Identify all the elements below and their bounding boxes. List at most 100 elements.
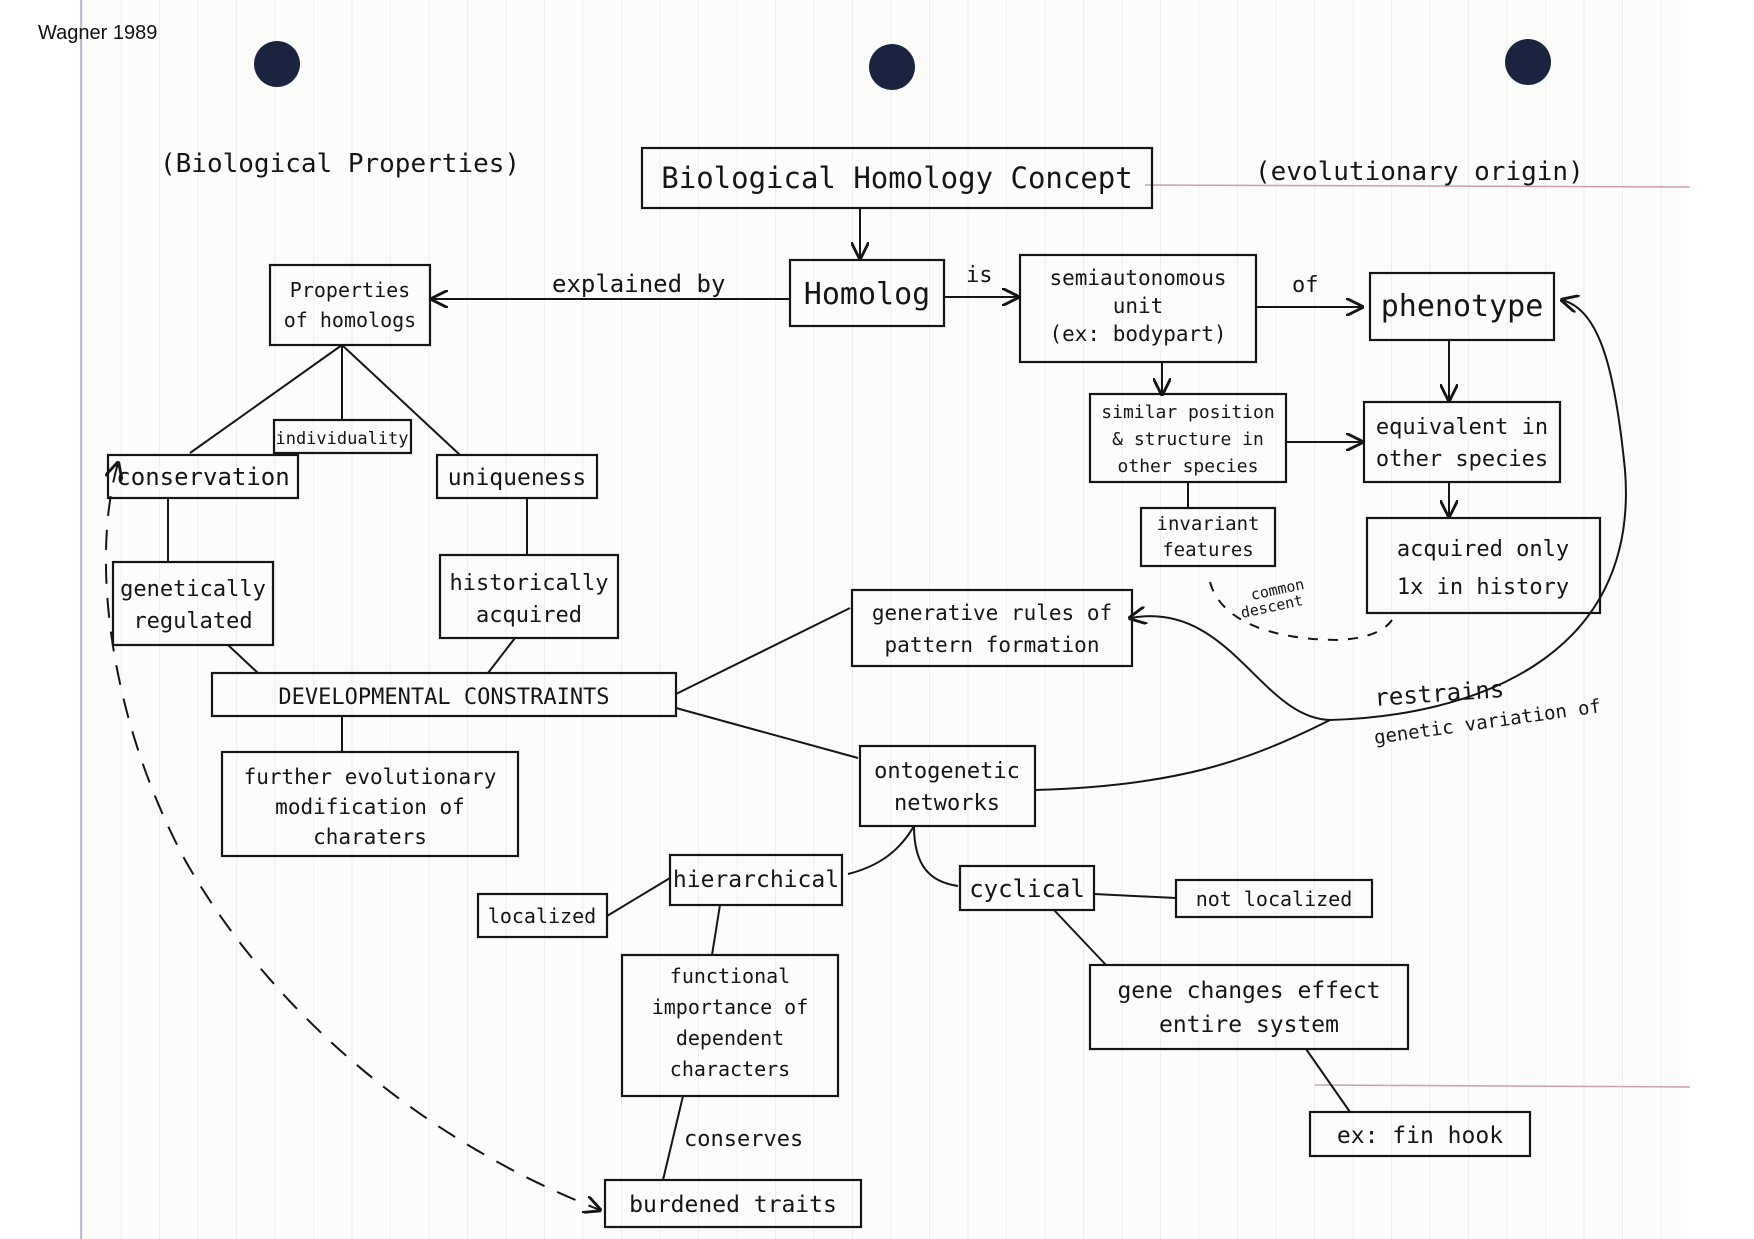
binder-hole-right xyxy=(1505,39,1551,85)
node-burdened-traits: burdened traits xyxy=(603,1178,863,1229)
svg-text:unit: unit xyxy=(1113,294,1164,318)
svg-text:hierarchical: hierarchical xyxy=(673,867,839,893)
edge-onto-restrains xyxy=(1034,719,1331,791)
svg-text:functional: functional xyxy=(670,964,790,988)
svg-text:generative rules of: generative rules of xyxy=(872,601,1112,625)
svg-text:Homolog: Homolog xyxy=(804,277,930,312)
node-gene-changes-effect: gene changes effect entire system xyxy=(1088,963,1410,1051)
node-conservation: conservation xyxy=(106,453,300,500)
svg-text:dependent: dependent xyxy=(676,1026,784,1050)
svg-text:1x in history: 1x in history xyxy=(1397,575,1569,600)
label-of: of xyxy=(1292,273,1319,298)
svg-text:phenotype: phenotype xyxy=(1381,289,1544,324)
node-equivalent-other-species: equivalent in other species xyxy=(1362,400,1562,484)
edge-genetic-dev xyxy=(227,644,259,674)
edge-dev-onto xyxy=(675,707,859,759)
edge-restrains-phenotype xyxy=(1329,300,1627,721)
node-cyclical: cyclical xyxy=(958,864,1096,912)
edge-properties-conservation xyxy=(189,344,343,454)
edge-restrains-generative xyxy=(1130,616,1331,721)
edge-conservation-burdened-dashed xyxy=(106,463,600,1210)
edge-dev-generative xyxy=(675,607,851,695)
edge-onto-hierarchical xyxy=(847,825,915,875)
label-is: is xyxy=(966,263,993,288)
svg-text:characters: characters xyxy=(670,1057,790,1081)
svg-text:similar position: similar position xyxy=(1101,402,1274,423)
svg-text:pattern formation: pattern formation xyxy=(885,633,1100,657)
edge-historic-dev xyxy=(487,637,516,674)
node-acquired-only-once: acquired only 1x in history xyxy=(1365,516,1602,615)
svg-text:other species: other species xyxy=(1376,447,1548,472)
label-restrains: restrains xyxy=(1373,675,1505,712)
edge-hierarchical-localized xyxy=(606,877,671,917)
edge-hierarchical-functional xyxy=(711,904,721,956)
node-historically-acquired: historically acquired xyxy=(438,553,620,640)
svg-text:uniqueness: uniqueness xyxy=(448,465,586,491)
header-biological-properties: (Biological Properties) xyxy=(160,149,520,179)
svg-text:acquired: acquired xyxy=(476,603,582,628)
node-individuality: individuality xyxy=(272,418,413,455)
node-developmental-constraints: DEVELOPMENTAL CONSTRAINTS xyxy=(210,671,678,718)
svg-text:features: features xyxy=(1162,539,1254,561)
svg-text:(ex: bodypart): (ex: bodypart) xyxy=(1049,322,1226,346)
binder-hole-center xyxy=(869,44,915,90)
svg-text:burdened traits: burdened traits xyxy=(629,1192,837,1218)
margin-line-bottom xyxy=(1314,1084,1691,1088)
svg-text:charaters: charaters xyxy=(313,825,427,849)
edges xyxy=(106,208,1627,1210)
node-phenotype: phenotype xyxy=(1368,271,1556,342)
node-properties-of-homologs: Properties of homologs xyxy=(268,263,432,347)
node-functional-importance: functional importance of dependent chara… xyxy=(620,953,840,1098)
svg-text:other species: other species xyxy=(1118,456,1259,477)
svg-text:& structure in: & structure in xyxy=(1112,429,1264,450)
svg-text:entire system: entire system xyxy=(1159,1012,1339,1038)
node-homolog: Homolog xyxy=(788,258,946,328)
svg-text:invariant: invariant xyxy=(1157,513,1260,535)
edge-gene-fin xyxy=(1305,1048,1351,1113)
node-localized: localized xyxy=(476,892,609,939)
node-ontogenetic-networks: ontogenetic networks xyxy=(858,744,1037,828)
label-explained-by: explained by xyxy=(552,270,725,298)
svg-text:ex: fin hook: ex: fin hook xyxy=(1337,1123,1503,1149)
svg-text:not localized: not localized xyxy=(1196,887,1353,911)
svg-text:equivalent in: equivalent in xyxy=(1376,415,1548,440)
node-uniqueness: uniqueness xyxy=(435,453,599,500)
node-not-localized: not localized xyxy=(1174,878,1374,919)
edge-cyclical-notlocal xyxy=(1093,893,1177,899)
svg-text:modification of: modification of xyxy=(275,795,465,819)
edge-invariant-common-descent xyxy=(1209,581,1393,642)
node-similar-position-structure: similar position & structure in other sp… xyxy=(1088,392,1288,484)
node-further-evolutionary-modification: further evolutionary modification of cha… xyxy=(220,750,520,858)
node-biological-homology-concept: Biological Homology Concept xyxy=(640,146,1154,210)
svg-text:networks: networks xyxy=(894,791,1000,816)
node-hierarchical: hierarchical xyxy=(668,853,844,907)
svg-text:conservation: conservation xyxy=(116,463,289,491)
svg-text:genetically: genetically xyxy=(120,577,266,602)
svg-text:localized: localized xyxy=(488,904,596,928)
svg-text:individuality: individuality xyxy=(275,429,408,449)
svg-text:ontogenetic: ontogenetic xyxy=(874,759,1020,784)
edge-onto-cyclical xyxy=(913,825,959,887)
label-conserves: conserves xyxy=(684,1127,803,1152)
edge-functional-burdened xyxy=(662,1095,684,1181)
svg-text:DEVELOPMENTAL CONSTRAINTS: DEVELOPMENTAL CONSTRAINTS xyxy=(278,685,609,710)
node-generative-rules: generative rules of pattern formation xyxy=(850,588,1134,668)
edge-properties-uniqueness xyxy=(341,344,461,456)
svg-text:semiautonomous: semiautonomous xyxy=(1049,266,1226,290)
node-invariant-features: invariant features xyxy=(1139,506,1277,568)
svg-text:further evolutionary: further evolutionary xyxy=(244,765,497,789)
svg-text:importance of: importance of xyxy=(652,995,809,1019)
node-genetically-regulated: genetically regulated xyxy=(111,560,275,647)
svg-text:historically: historically xyxy=(450,571,609,596)
svg-text:regulated: regulated xyxy=(133,609,252,634)
svg-text:Properties: Properties xyxy=(290,278,410,302)
node-fin-hook: ex: fin hook xyxy=(1308,1110,1532,1158)
page-label: Wagner 1989 xyxy=(38,22,158,44)
svg-text:gene changes effect: gene changes effect xyxy=(1117,978,1380,1004)
edge-cyclical-gene xyxy=(1053,909,1107,966)
svg-text:acquired only: acquired only xyxy=(1397,537,1569,562)
svg-text:Biological Homology Concept: Biological Homology Concept xyxy=(661,161,1132,195)
svg-text:of homologs: of homologs xyxy=(284,308,416,332)
svg-text:cyclical: cyclical xyxy=(969,875,1085,903)
header-evolutionary-origin: (evolutionary origin) xyxy=(1255,157,1584,187)
